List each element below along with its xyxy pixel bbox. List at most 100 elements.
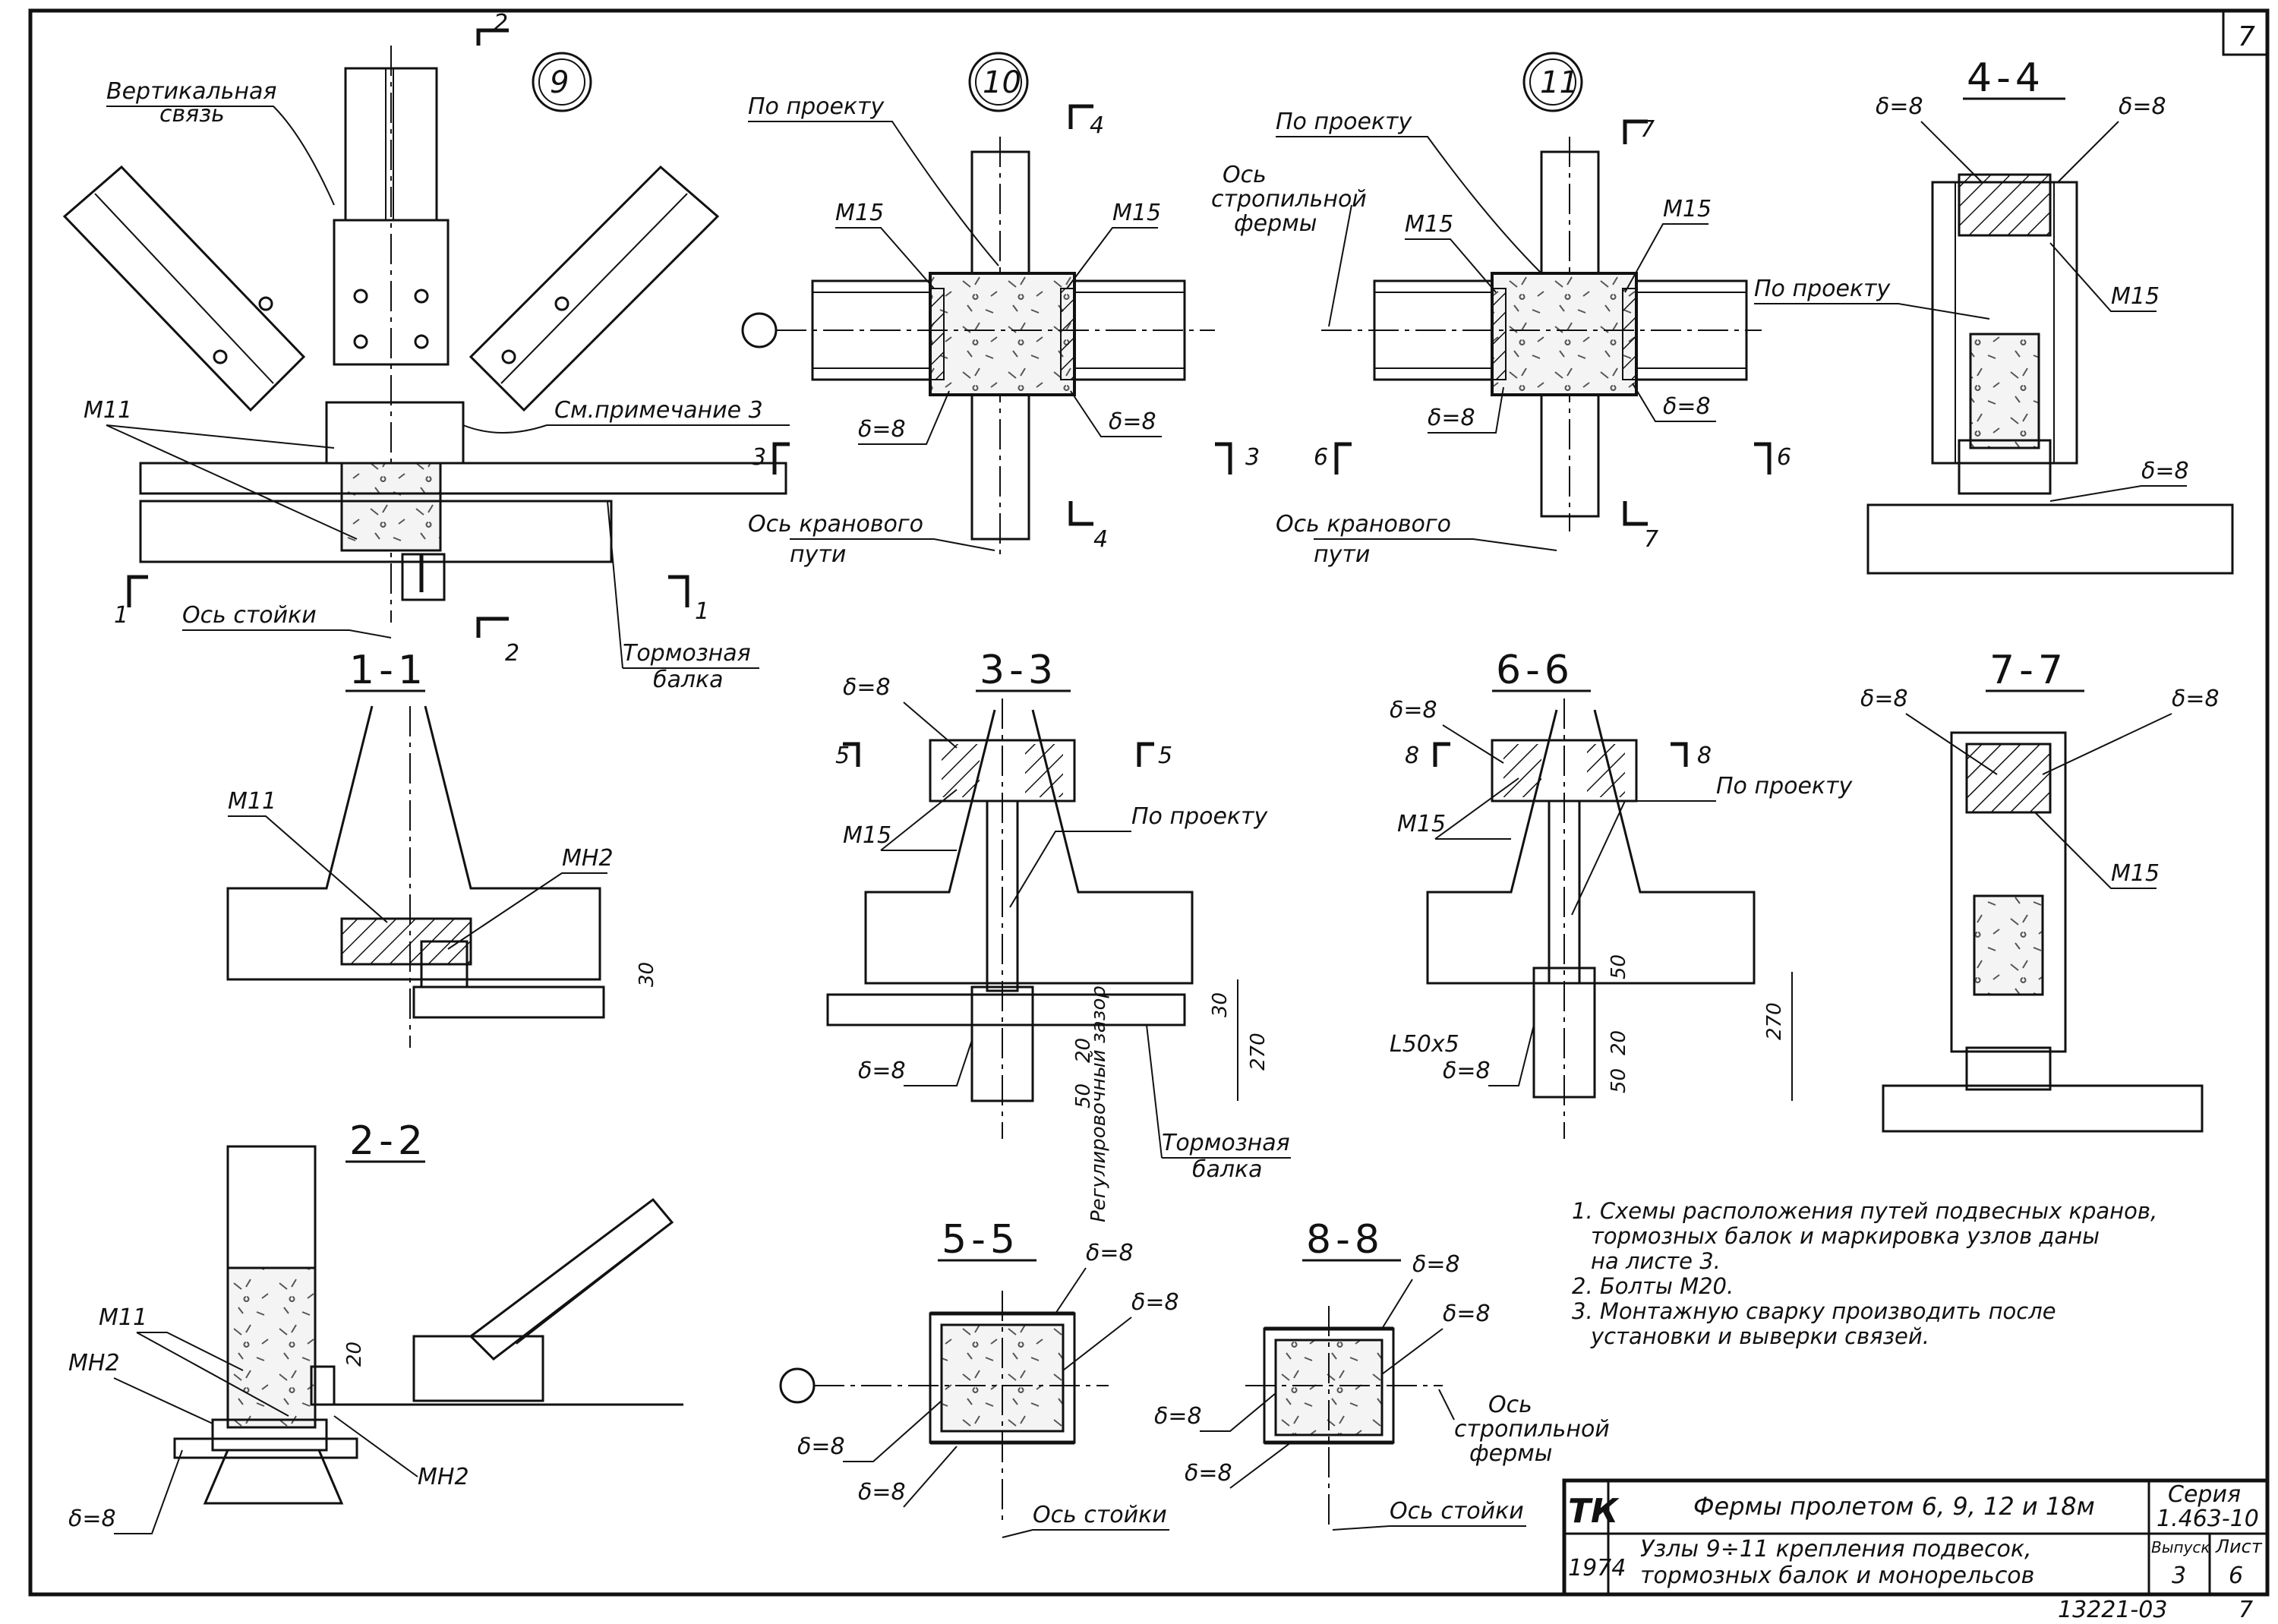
series-value: 1.463-10 — [2157, 1506, 2259, 1532]
cut-5-left-label: 5 — [835, 743, 850, 769]
section-8-8-d8-left-label: δ=8 — [1154, 1403, 1202, 1430]
cut-4-bottom-label: 4 — [1093, 526, 1108, 553]
sheet-label: Лист — [2215, 1536, 2263, 1557]
node-11-detail: 11 По проекту Ось стропильной фермы М15 … — [1211, 52, 1791, 568]
section-2-2-title: 2-2 — [349, 1118, 428, 1164]
section-2-2-mh2-right-label: МН2 — [418, 1464, 469, 1490]
section-2-2-d8-label: δ=8 — [68, 1506, 116, 1532]
section-6-6-m15-label: М15 — [1397, 811, 1446, 837]
issue-value: 3 — [2172, 1563, 2186, 1589]
section-6-6-dim-20: 20 — [1608, 1030, 1630, 1055]
node-10-crane-axis-label-2: пути — [790, 541, 846, 568]
section-2-2: 2-2 М11 МН2 МН2 δ=8 20 — [68, 1118, 683, 1534]
section-4-4-title: 4-4 — [1967, 55, 2045, 101]
cut-3-right-label: 3 — [1245, 444, 1260, 471]
section-6-6-dim-270: 270 — [1763, 1002, 1786, 1040]
section-1-1-mh2-label: МН2 — [562, 845, 614, 872]
section-3-3-title: 3-3 — [980, 648, 1058, 693]
section-3-3-dim-50: 50 — [1072, 1083, 1095, 1108]
section-5-5-post-axis-label: Ось стойки — [1033, 1502, 1167, 1528]
node-11-by-project-label: По проекту — [1276, 109, 1413, 135]
drawing-number: 13221-03 — [2058, 1597, 2167, 1623]
cut-4-top-label: 4 — [1090, 112, 1104, 139]
title-block-title: Фермы пролетом 6, 9, 12 и 18м — [1693, 1492, 2095, 1521]
cut-1-left-label: 1 — [114, 602, 128, 629]
section-5-5-d8-right-label: δ=8 — [1131, 1289, 1179, 1316]
node-11-truss-axis-label-2: стропильной — [1211, 186, 1367, 213]
cut-2-bottom-label: 2 — [505, 640, 519, 667]
section-7-7-d8-left-label: δ=8 — [1860, 686, 1908, 712]
node-10-m15-right-label: М15 — [1112, 200, 1161, 226]
section-3-3-gap-label: Регулировочный зазор — [1087, 985, 1110, 1222]
brake-beam-label-1: Тормозная — [623, 640, 751, 667]
section-3-3-dim-20: 20 — [1072, 1038, 1095, 1063]
sheet-value: 6 — [2229, 1563, 2243, 1589]
page-number: 7 — [2238, 21, 2255, 52]
title-block-subtitle-1: Узлы 9÷11 крепления подвесок, — [1640, 1536, 2031, 1563]
note-3-line-1: 3. Монтажную сварку производить после — [1572, 1298, 2056, 1324]
section-6-6-by-project-label: По проекту — [1716, 773, 1854, 799]
see-note-label: См.примечание 3 — [554, 397, 763, 424]
node-10-by-project-label: По проекту — [748, 93, 885, 120]
section-1-1-dim-30: 30 — [636, 962, 658, 987]
section-8-8-d8-top-label: δ=8 — [1412, 1251, 1460, 1278]
section-3-3-dim-30: 30 — [1209, 992, 1232, 1017]
section-3-3-dim-270: 270 — [1247, 1033, 1270, 1071]
section-6-6-d8-bottom-label: δ=8 — [1443, 1058, 1491, 1084]
node-11-marker-circle — [1522, 52, 1583, 112]
general-notes: 1. Схемы расположения путей подвесных кр… — [1572, 1198, 2157, 1349]
section-3-3-brake-label-2: балка — [1192, 1156, 1263, 1183]
section-2-2-m11-label: М11 — [99, 1304, 147, 1331]
section-4-4-m15-label: М15 — [2111, 283, 2160, 310]
section-6-6-title: 6-6 — [1496, 648, 1574, 693]
node-11-truss-axis-label-3: фермы — [1234, 210, 1317, 237]
note-1-line-1: 1. Схемы расположения путей подвесных кр… — [1572, 1198, 2157, 1224]
cut-2-top-label: 2 — [494, 10, 508, 36]
node-11-truss-axis-label-1: Ось — [1223, 162, 1267, 188]
node-10-m15-left-label: М15 — [835, 200, 884, 226]
section-7-7-title: 7-7 — [1989, 648, 2068, 693]
section-6-6-d8-top-label: δ=8 — [1390, 697, 1437, 724]
section-6-6-dim-50a: 50 — [1608, 954, 1630, 979]
section-3-3-by-project-label: По проекту — [1131, 803, 1269, 830]
section-8-8-truss-axis-label-1: Ось — [1488, 1392, 1532, 1418]
section-3-3-brake-label-1: Тормозная — [1162, 1130, 1290, 1156]
section-1-1-title: 1-1 — [349, 648, 428, 693]
section-2-2-dim-20: 20 — [343, 1342, 366, 1367]
section-4-4-by-project-label: По проекту — [1754, 276, 1891, 302]
section-7-7-m15-label: М15 — [2111, 860, 2160, 887]
section-5-5-d8-top-label: δ=8 — [1086, 1240, 1134, 1266]
section-2-2-mh2-left-label: МН2 — [68, 1350, 120, 1376]
series-label: Серия — [2168, 1481, 2241, 1508]
title-block: ТК 1974 Фермы пролетом 6, 9, 12 и 18м Уз… — [1562, 1478, 2270, 1597]
node-11-m15-right-label: М15 — [1663, 196, 1712, 222]
section-3-3-d8-top-label: δ=8 — [843, 674, 891, 701]
section-5-5: 5-5 δ=8 δ=8 δ=8 δ=8 Ось стойки — [779, 1217, 1179, 1538]
section-8-8-post-axis-label: Ось стойки — [1390, 1498, 1524, 1525]
title-block-subtitle-2: тормозных балок и монорельсов — [1640, 1563, 2034, 1589]
issue-label: Выпуск — [2151, 1538, 2210, 1556]
node-10-d8-right-label: δ=8 — [1109, 408, 1156, 435]
node-11-marker: 11 — [1540, 65, 1579, 100]
cut-3-left-label: 3 — [752, 444, 766, 471]
node-11-crane-axis-label-1: Ось кранового — [1276, 511, 1451, 538]
cut-6-left-label: 6 — [1314, 444, 1328, 471]
section-7-7: 7-7 δ=8 δ=8 М15 — [1860, 648, 2220, 1133]
note-1-line-2: тормозных балок и маркировка узлов даны — [1591, 1223, 2100, 1249]
sheet-frame: 7 13221-03 7 — [28, 8, 2270, 1623]
section-3-3: 3-3 5 5 δ=8 М15 По проекту δ=8 30 270 20… — [826, 648, 1291, 1222]
note-2: 2. Болты М20. — [1572, 1273, 1734, 1299]
node-10-detail: 10 По проекту М15 М15 δ=8 δ=8 Ось кранов… — [741, 52, 1260, 568]
section-5-5-title: 5-5 — [942, 1217, 1020, 1263]
node-9-marker: 9 — [550, 65, 569, 100]
node-11-d8-right-label: δ=8 — [1663, 393, 1711, 420]
section-6-6-angle-label: L50x5 — [1390, 1031, 1459, 1058]
tk-logo: ТК — [1568, 1492, 1620, 1531]
node-9-detail: 9 Вертикальная связь М11 См.примечание 3 — [62, 10, 790, 693]
section-8-8-truss-axis-label-3: фермы — [1469, 1440, 1552, 1467]
node-11-crane-axis-label-2: пути — [1314, 541, 1370, 568]
cut-8-right-label: 8 — [1697, 743, 1712, 769]
post-axis-label: Ось стойки — [182, 602, 317, 629]
node-10-marker-circle — [968, 52, 1029, 112]
